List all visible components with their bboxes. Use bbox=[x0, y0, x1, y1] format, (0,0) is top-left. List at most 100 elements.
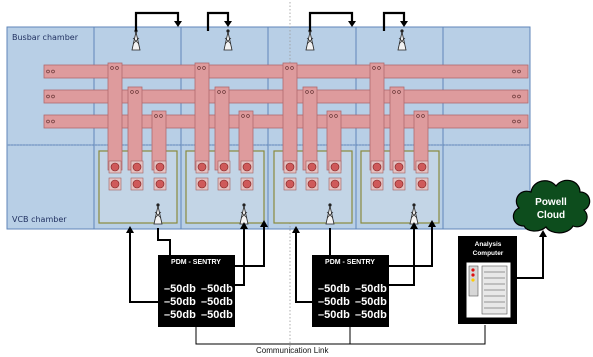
contact-icon bbox=[417, 179, 427, 189]
communication-link bbox=[195, 325, 486, 345]
bolt-hole bbox=[159, 114, 163, 118]
sensor-antenna-icon bbox=[131, 29, 141, 51]
bolt-hole bbox=[197, 66, 201, 70]
loop-arrowheads bbox=[174, 21, 408, 27]
contact-icon bbox=[285, 162, 295, 172]
dropper-2-1 bbox=[194, 62, 210, 171]
pdm-reading: –50db bbox=[201, 283, 233, 295]
contact-icon bbox=[132, 179, 142, 189]
contact-icon bbox=[197, 162, 207, 172]
pdm-reading: –50db bbox=[355, 296, 387, 308]
sensor-antenna-icon bbox=[223, 29, 233, 51]
bolt-hole bbox=[46, 119, 50, 124]
loop-arrow-4 bbox=[382, 11, 406, 31]
bolt-hole bbox=[512, 94, 516, 99]
bolt-hole bbox=[329, 114, 333, 118]
cloud-label-line2: Cloud bbox=[537, 210, 565, 221]
pdm-reading: –50db bbox=[355, 309, 387, 321]
contact-icon bbox=[307, 179, 317, 189]
bolt-hole bbox=[130, 90, 134, 94]
contact-icon bbox=[394, 179, 404, 189]
bolt-hole bbox=[290, 66, 294, 70]
bolt-hole bbox=[110, 66, 114, 70]
contact-icon bbox=[219, 162, 229, 172]
loop-arrow-2 bbox=[206, 11, 230, 31]
loop-arrow-1 bbox=[134, 11, 180, 31]
contact-icon bbox=[155, 179, 165, 189]
bolt-hole bbox=[202, 66, 206, 70]
bolt-hole bbox=[334, 114, 338, 118]
pdm-reading: –50db bbox=[201, 296, 233, 308]
contact-icon bbox=[242, 179, 252, 189]
powell-cloud: Powell Cloud bbox=[512, 179, 591, 234]
pdm-reading: –50db bbox=[318, 309, 350, 321]
contact-icon bbox=[372, 162, 382, 172]
contact-icon bbox=[330, 162, 340, 172]
contact-icon bbox=[242, 162, 252, 172]
sensor-wiring bbox=[129, 226, 433, 303]
loop-arrow-3 bbox=[308, 11, 354, 31]
bolt-hole bbox=[512, 69, 516, 74]
contact-icon bbox=[307, 162, 317, 172]
analysis-computer: Analysis Computer bbox=[458, 236, 517, 324]
wiring-arrowheads bbox=[126, 220, 436, 233]
dropper-1-2 bbox=[127, 86, 143, 171]
dropper-2-2 bbox=[214, 86, 230, 171]
bolt-hole bbox=[392, 90, 396, 94]
pd-sensors bbox=[131, 29, 419, 225]
pdm-box-2 bbox=[312, 255, 389, 327]
contact-icon bbox=[417, 162, 427, 172]
bolt-hole bbox=[46, 94, 50, 99]
pdm-unit-2: PDM - SENTRY –50db –50db –50db –50db –50… bbox=[312, 255, 389, 327]
pdm-reading: –50db bbox=[164, 296, 196, 308]
dropper-3-1 bbox=[282, 62, 298, 171]
computer-label-line2: Computer bbox=[473, 250, 504, 257]
bolt-hole bbox=[517, 69, 521, 74]
pdm-box-1 bbox=[158, 255, 235, 327]
pdm-reading: –50db bbox=[164, 309, 196, 321]
contact-icon bbox=[219, 179, 229, 189]
cloud-label-line1: Powell bbox=[535, 197, 567, 208]
bolt-hole bbox=[246, 114, 250, 118]
pdm-reading: –50db bbox=[355, 283, 387, 295]
pdm-unit-1: PDM - SENTRY –50db –50db –50db –50db –50… bbox=[158, 255, 235, 327]
bolt-hole bbox=[51, 94, 55, 99]
bolt-hole bbox=[135, 90, 139, 94]
pdm-title-2: PDM - SENTRY bbox=[325, 259, 375, 266]
sensor-antenna-icon bbox=[239, 203, 249, 225]
cloud-uplink bbox=[517, 236, 544, 279]
bolt-hole bbox=[241, 114, 245, 118]
dropper-4-2 bbox=[389, 86, 405, 171]
bolt-hole bbox=[51, 119, 55, 124]
bolt-hole bbox=[51, 69, 55, 74]
contact-icon bbox=[330, 179, 340, 189]
bolt-hole bbox=[154, 114, 158, 118]
pdm-title-1: PDM - SENTRY bbox=[171, 259, 221, 266]
bolt-hole bbox=[46, 69, 50, 74]
bolt-hole bbox=[421, 114, 425, 118]
dropper-4-1 bbox=[369, 62, 385, 171]
bolt-hole bbox=[310, 90, 314, 94]
bolt-hole bbox=[377, 66, 381, 70]
contact-icon bbox=[285, 179, 295, 189]
dropper-1-1 bbox=[107, 62, 123, 171]
bolt-hole bbox=[285, 66, 289, 70]
contact-icon bbox=[372, 179, 382, 189]
contact-icon bbox=[394, 162, 404, 172]
sensor-antenna-icon bbox=[397, 29, 407, 51]
communication-link-label: Communication Link bbox=[256, 346, 329, 355]
cloud-icon bbox=[512, 179, 591, 234]
bolt-hole bbox=[512, 119, 516, 124]
dropper-3-2 bbox=[302, 86, 318, 171]
contact-icon bbox=[197, 179, 207, 189]
bolt-hole bbox=[372, 66, 376, 70]
bolt-hole bbox=[416, 114, 420, 118]
sensor-antenna-icon bbox=[153, 203, 163, 225]
sensor-loop-arrows bbox=[134, 11, 406, 31]
pdm-reading: –50db bbox=[318, 283, 350, 295]
contact-icon bbox=[110, 179, 120, 189]
contact-icon bbox=[110, 162, 120, 172]
contact-icon bbox=[132, 162, 142, 172]
busbar-chamber-label: Busbar chamber bbox=[12, 33, 79, 42]
